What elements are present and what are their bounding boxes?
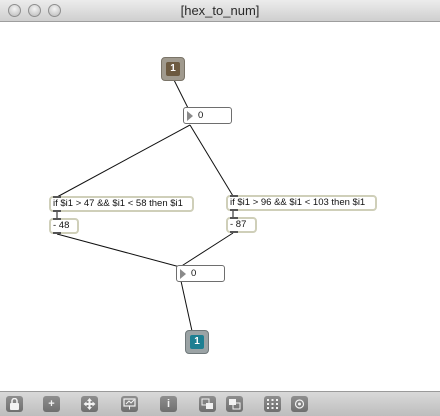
minus-87-object[interactable]: - 87 xyxy=(226,217,257,233)
cord-minus-87-to-number[interactable] xyxy=(179,232,234,268)
number-box-top[interactable]: 0 xyxy=(183,107,232,124)
add-object-icon[interactable]: + xyxy=(43,396,60,412)
number-triangle-icon xyxy=(180,269,186,279)
outlet-number: 1 xyxy=(190,335,204,349)
back-icon[interactable] xyxy=(226,396,243,412)
lock-icon[interactable] xyxy=(6,396,23,412)
cord-number-to-if-letters[interactable] xyxy=(189,124,234,197)
object-outlet[interactable] xyxy=(53,232,61,234)
inlet-object[interactable]: 1 xyxy=(161,57,185,81)
cord-number-to-if-digits[interactable] xyxy=(56,124,191,198)
front-icon[interactable] xyxy=(199,396,216,412)
object-outlet[interactable] xyxy=(53,210,61,212)
cord-minus-48-to-number[interactable] xyxy=(56,233,181,268)
if-object-letters[interactable]: if $i1 > 96 && $i1 < 103 then $i1 xyxy=(226,195,377,211)
object-inlet[interactable] xyxy=(230,217,238,219)
snap-icon[interactable] xyxy=(291,396,308,412)
zoom-window-button[interactable] xyxy=(48,4,61,17)
if-object-letters-text: if $i1 > 96 && $i1 < 103 then $i1 xyxy=(230,197,366,208)
object-inlet[interactable] xyxy=(230,195,238,197)
number-box-bottom[interactable]: 0 xyxy=(176,265,225,282)
if-object-digits[interactable]: if $i1 > 47 && $i1 < 58 then $i1 xyxy=(49,196,194,212)
grid-icon[interactable] xyxy=(264,396,281,412)
minimize-window-button[interactable] xyxy=(28,4,41,17)
patcher-toolbar: + i xyxy=(0,391,440,416)
window-title: [hex_to_num] xyxy=(180,3,260,18)
object-outlet[interactable] xyxy=(230,231,238,233)
title-bar[interactable]: [hex_to_num] xyxy=(0,0,440,22)
minus-48-object[interactable]: - 48 xyxy=(49,218,79,234)
object-inlet[interactable] xyxy=(53,196,61,198)
minus-48-text: - 48 xyxy=(53,220,70,231)
outlet-object[interactable]: 1 xyxy=(185,330,209,354)
presentation-icon[interactable] xyxy=(121,396,138,412)
number-triangle-icon xyxy=(187,111,193,121)
cord-inlet-to-number[interactable] xyxy=(172,77,189,109)
number-box-top-value: 0 xyxy=(198,110,204,121)
object-inlet[interactable] xyxy=(53,218,61,220)
info-icon[interactable]: i xyxy=(160,396,177,412)
object-outlet[interactable] xyxy=(230,209,238,211)
if-object-digits-text: if $i1 > 47 && $i1 < 58 then $i1 xyxy=(53,198,183,209)
patch-canvas[interactable]: 1 0 if $i1 > 47 && $i1 < 58 then $i1 if … xyxy=(0,23,440,391)
move-icon[interactable] xyxy=(81,396,98,412)
number-box-bottom-value: 0 xyxy=(191,268,197,279)
minus-87-text: - 87 xyxy=(230,219,247,230)
close-window-button[interactable] xyxy=(8,4,21,17)
inlet-number: 1 xyxy=(166,62,180,76)
cord-number-to-outlet[interactable] xyxy=(180,280,193,332)
patch-cords xyxy=(56,77,234,332)
